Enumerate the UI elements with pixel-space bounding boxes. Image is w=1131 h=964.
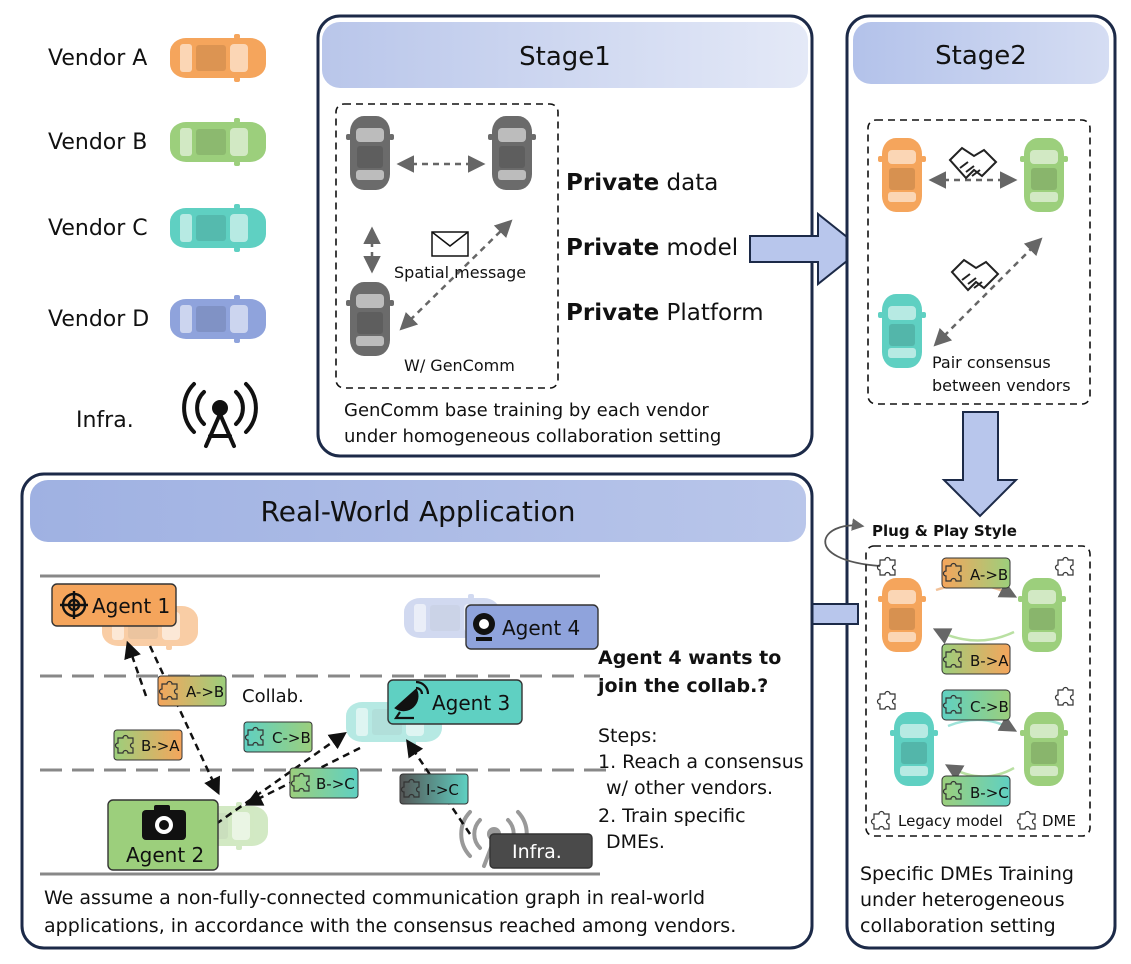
stage2-caption-line2: under heterogeneous <box>860 889 1065 911</box>
stage2-car-vendor-a <box>878 138 926 212</box>
webcam-icon <box>473 613 495 641</box>
collab-label: Collab. <box>242 686 304 707</box>
rw-badge-c-to-b: C->B <box>243 721 313 753</box>
dme-badge-c-to-b: C->B <box>941 689 1011 721</box>
vendor-b-car-icon <box>170 118 266 166</box>
stage2-caption-line3: collaboration setting <box>860 915 1056 937</box>
steps-title: Steps: <box>598 725 658 747</box>
svg-text:A->B: A->B <box>970 566 1008 584</box>
rw-badge-i-to-c: I->C <box>399 773 469 805</box>
dme-badge-b-to-a: B->A <box>941 643 1011 675</box>
private-platform-line: Private Platform <box>566 300 764 326</box>
stage1-caption-line1: GenComm base training by each vendor <box>344 400 709 421</box>
realworld-panel: Real-World Application <box>20 472 814 950</box>
stage1-with-gencomm: W/ GenComm <box>404 356 515 375</box>
vendor-c-car-icon <box>170 204 266 252</box>
rw-badge-a-to-b: A->B <box>157 675 227 707</box>
dme-car-vendor-a <box>878 578 926 652</box>
stage1-car-bottom <box>346 282 394 356</box>
svg-text:B->A: B->A <box>970 652 1009 670</box>
stage1-caption-line2: under homogeneous collaboration setting <box>344 426 721 447</box>
stage1-to-stage2-arrow <box>749 211 864 287</box>
stage1-title: Stage1 <box>519 42 611 72</box>
svg-text:Agent 4: Agent 4 <box>502 616 580 640</box>
svg-text:B->C: B->C <box>970 784 1009 802</box>
pair-consensus-box <box>867 119 1091 405</box>
pair-consensus-line2: between vendors <box>932 376 1071 395</box>
svg-text:Agent 2: Agent 2 <box>126 843 204 867</box>
dme-car-vendor-b-2 <box>1020 712 1068 786</box>
infra-badge: Infra. <box>489 833 593 869</box>
agent1-badge: Agent 1 <box>51 583 177 627</box>
realworld-caption-line2: applications, in accordance with the con… <box>44 915 736 937</box>
legend: Vendor A Vendor B Vendor C Vendor D Infr… <box>48 34 266 448</box>
stage2-title: Stage2 <box>935 41 1027 71</box>
plug-play-label: Plug & Play Style <box>872 522 1017 540</box>
rw-badge-b-to-a: B->A <box>113 729 183 761</box>
stage1-panel: Stage1 Spatial message W/ GenComm Privat… <box>316 14 814 458</box>
camera-icon <box>142 805 186 840</box>
private-data-line: Private data <box>566 170 718 196</box>
stage2-car-vendor-c <box>878 294 926 368</box>
svg-text:I->C: I->C <box>426 781 459 799</box>
step1-line1: 1. Reach a consensus <box>598 751 804 773</box>
rw-badge-b-to-c: B->C <box>289 767 359 799</box>
satellite-dish-icon <box>393 680 430 720</box>
legend-vendor-d-label: Vendor D <box>48 307 149 332</box>
handshake-icon <box>948 146 998 180</box>
step2-line2: DMEs. <box>606 831 665 853</box>
svg-text:B->C: B->C <box>316 775 355 793</box>
private-model-line: Private model <box>566 235 738 261</box>
step1-line2: w/ other vendors. <box>606 777 773 799</box>
stage1-spatial-message: Spatial message <box>394 263 526 282</box>
stage2-panel: Stage2 Pair consensus between vendors Pl… <box>824 14 1117 950</box>
legacy-model-label: Legacy model <box>898 812 1003 830</box>
infra-tower-icon <box>182 382 258 448</box>
dme-training-box <box>865 545 1091 837</box>
question-line1: Agent 4 wants to <box>598 647 781 669</box>
target-icon <box>60 591 88 619</box>
stage2-car-vendor-b <box>1020 138 1068 212</box>
legend-vendor-b-label: Vendor B <box>48 130 147 155</box>
dme-car-vendor-c <box>890 712 938 786</box>
pair-consensus-line1: Pair consensus <box>932 353 1051 372</box>
dme-label: DME <box>1042 812 1076 830</box>
vendor-a-car-icon <box>170 34 266 82</box>
step2-line1: 2. Train specific <box>598 805 746 827</box>
handshake-icon <box>950 258 1000 292</box>
svg-text:Infra.: Infra. <box>512 841 562 863</box>
legend-vendor-a-label: Vendor A <box>48 46 147 71</box>
svg-text:A->B: A->B <box>186 683 224 701</box>
stage1-homogeneous-box <box>335 103 559 389</box>
plug-play-curve-arrow <box>824 518 881 567</box>
agent4-badge: Agent 4 <box>465 604 599 650</box>
vendor-d-car-icon <box>170 295 266 343</box>
stage2-down-arrow <box>941 411 1019 518</box>
agent2-badge: Agent 2 <box>107 799 219 871</box>
stage1-car-top-left <box>346 116 394 190</box>
dme-badge-b-to-c: B->C <box>941 775 1011 807</box>
svg-text:C->B: C->B <box>272 729 311 747</box>
envelope-icon <box>431 231 469 257</box>
agent3-badge: Agent 3 <box>387 679 523 725</box>
realworld-caption-line1: We assume a non-fully-connected communic… <box>44 887 705 909</box>
stage2-caption-line1: Specific DMEs Training <box>860 863 1074 885</box>
realworld-title: Real-World Application <box>261 495 576 528</box>
svg-text:B->A: B->A <box>141 737 180 755</box>
question-line2: join the collab.? <box>597 675 768 697</box>
legend-infra-label: Infra. <box>76 408 134 433</box>
svg-text:C->B: C->B <box>970 698 1009 716</box>
svg-text:Agent 1: Agent 1 <box>92 594 170 618</box>
legend-vendor-c-label: Vendor C <box>48 216 148 241</box>
dme-car-vendor-b <box>1018 578 1066 652</box>
stage1-car-top-right <box>488 116 536 190</box>
dme-badge-a-to-b: A->B <box>941 557 1011 589</box>
svg-text:Agent 3: Agent 3 <box>432 691 510 715</box>
